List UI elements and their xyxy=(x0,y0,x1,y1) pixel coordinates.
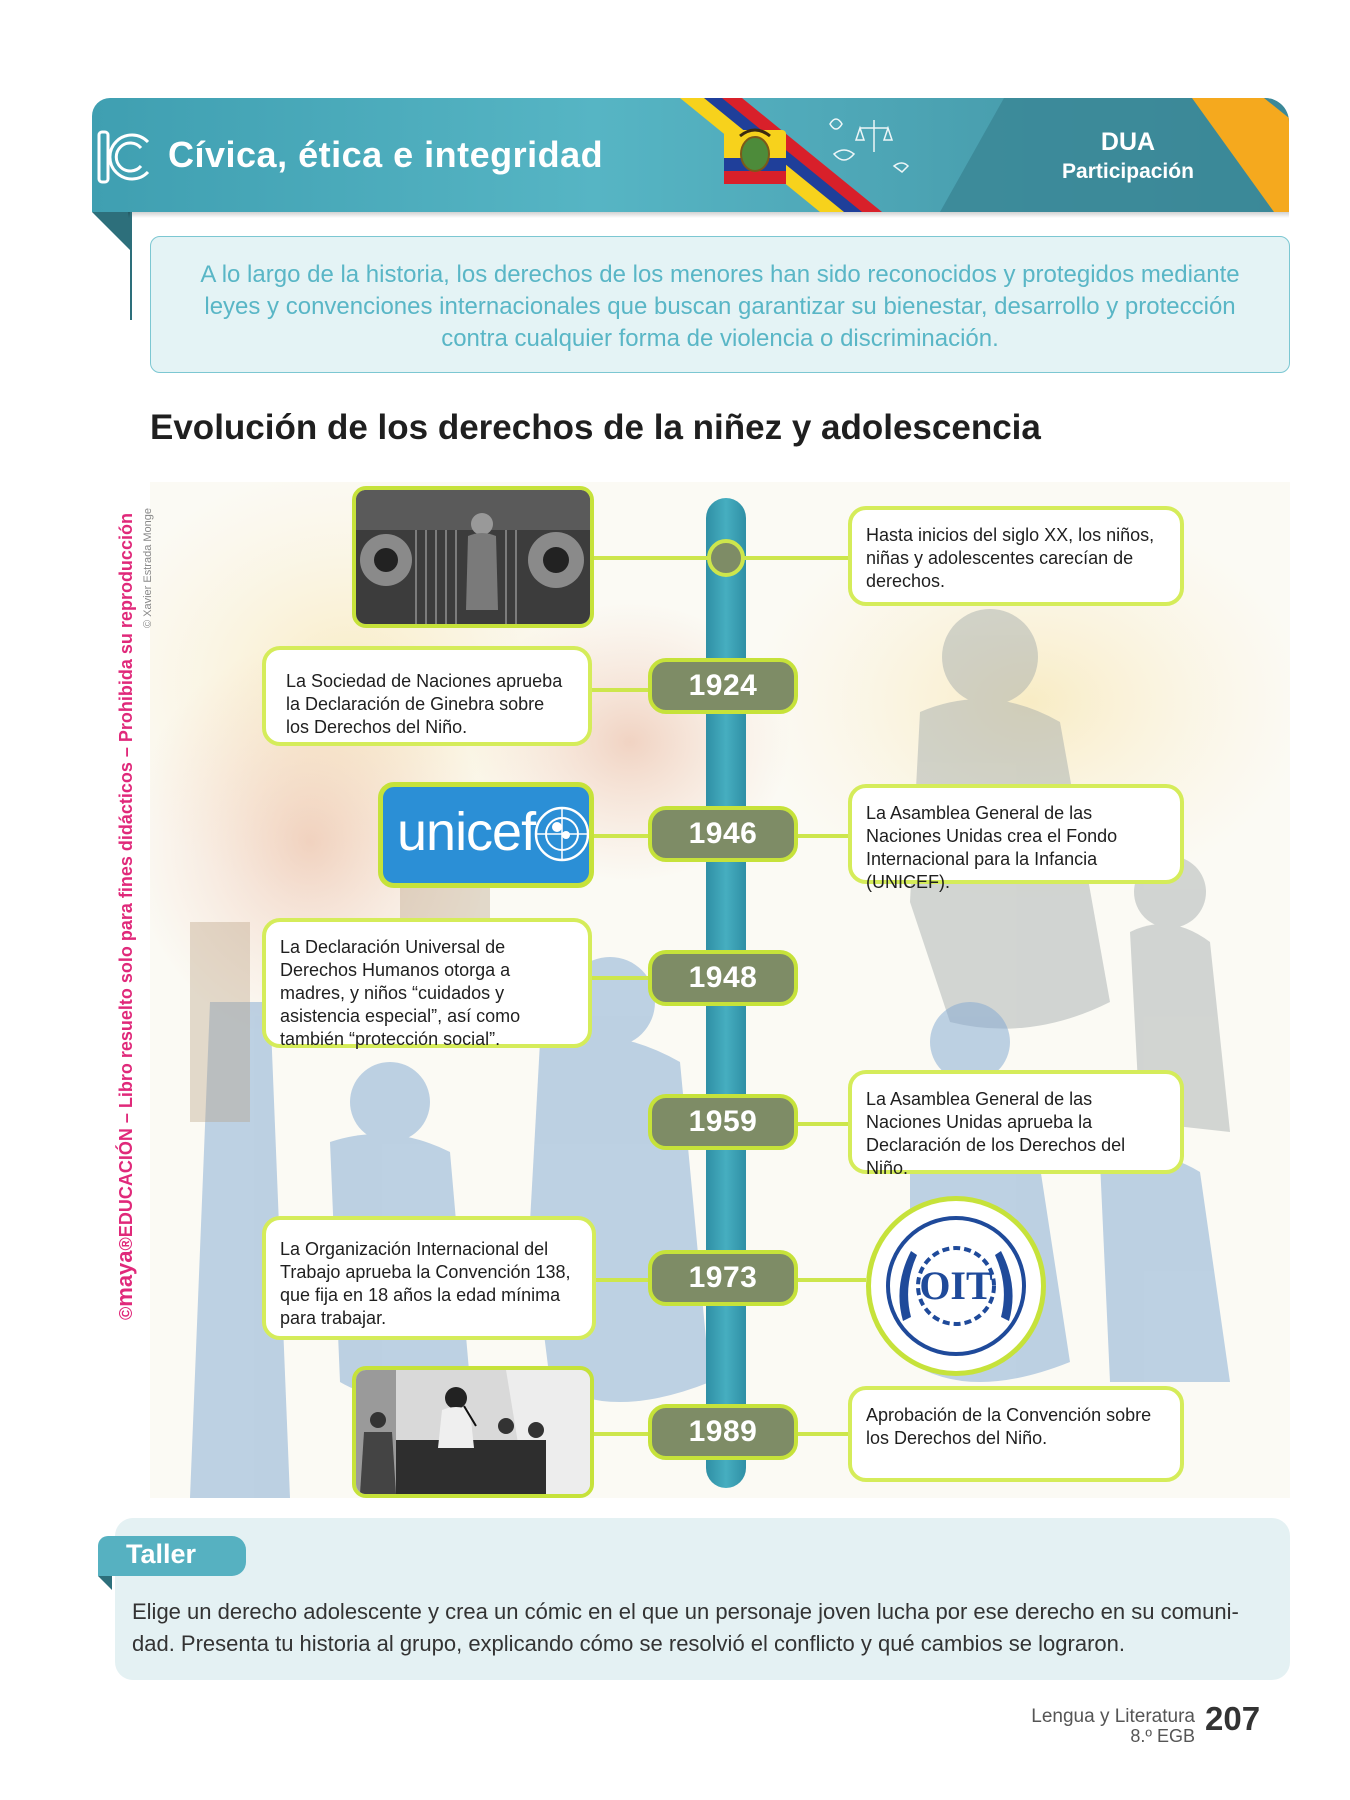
footer-subject: Lengua y Literatura xyxy=(1031,1706,1195,1727)
connector-line xyxy=(798,1432,848,1436)
convention-assembly-photo xyxy=(352,1366,594,1498)
connector-line xyxy=(588,688,648,692)
intro-paragraph: A lo largo de la historia, los derechos … xyxy=(150,236,1290,373)
taller-label-fold xyxy=(98,1576,112,1590)
taller-instructions: Elige un derecho adolescente y crea un c… xyxy=(132,1599,1239,1656)
copyright-icon: © xyxy=(116,1306,136,1320)
year-badge-1924: 1924 xyxy=(648,658,798,714)
section-title: Cívica, ética e integridad xyxy=(168,134,604,175)
taller-box xyxy=(115,1518,1290,1680)
photo-credit: © Xavier Estrada Monge xyxy=(142,508,154,628)
dua-subtitle: Participación xyxy=(1062,160,1194,183)
event-1948-text: La Declaración Universal de Derechos Hum… xyxy=(262,918,592,1049)
banner-fold xyxy=(92,212,130,250)
event-1989-text: Aprobación de la Convención sobre los De… xyxy=(848,1386,1184,1482)
event-1973-text: La Organización Internacional del Trabaj… xyxy=(262,1216,596,1340)
timeline-start-text: Hasta inicios del siglo XX, los niños, n… xyxy=(848,506,1184,606)
connector-line xyxy=(742,556,848,560)
justice-symbols-icon xyxy=(829,118,910,173)
timeline-heading: Evolución de los derechos de la niñez y … xyxy=(150,408,1041,447)
oit-logo-text: OIT xyxy=(919,1263,993,1308)
section-banner xyxy=(92,98,1289,212)
year-badge-1946: 1946 xyxy=(648,806,798,862)
year-badge-1989: 1989 xyxy=(648,1404,798,1460)
year-badge-1959: 1959 xyxy=(648,1094,798,1150)
unicef-logo-text: unicef xyxy=(397,802,536,862)
timeline-start-marker xyxy=(707,539,745,577)
connector-line xyxy=(590,834,648,838)
year-badge-1948: 1948 xyxy=(648,950,798,1006)
publisher-brand: maya xyxy=(112,1250,137,1307)
unicef-logo: unicef xyxy=(378,782,594,888)
footer-grade: 8.º EGB xyxy=(1130,1726,1195,1746)
connector-line xyxy=(798,1278,866,1282)
year-badge-1973: 1973 xyxy=(648,1250,798,1306)
registered-icon: ® xyxy=(116,1237,136,1251)
event-1924-text: La Sociedad de Naciones aprueba la Decla… xyxy=(262,646,592,746)
taller-label: Taller xyxy=(98,1536,246,1576)
connector-line xyxy=(798,1122,848,1126)
event-1946-text: La Asamblea General de las Naciones Unid… xyxy=(848,784,1184,892)
page-number: 207 xyxy=(1205,1700,1261,1737)
publisher-credit-text: EDUCACIÓN – Libro resuelto solo para fin… xyxy=(116,513,136,1238)
connector-line xyxy=(798,834,848,838)
event-1959-text: La Asamblea General de las Naciones Unid… xyxy=(848,1070,1184,1178)
banner-shadow xyxy=(128,212,1289,218)
ecuador-coat-of-arms-icon xyxy=(724,128,786,184)
publisher-side-credit: ©maya®EDUCACIÓN – Libro resuelto solo pa… xyxy=(112,513,138,1320)
margin-rule xyxy=(130,212,132,320)
ic-section-icon xyxy=(97,130,150,184)
connector-line xyxy=(592,556,710,560)
oit-logo: OIT xyxy=(866,1196,1046,1376)
connector-line xyxy=(590,1278,648,1282)
connector-line xyxy=(592,1432,648,1436)
unicef-emblem-icon xyxy=(534,806,589,862)
connector-line xyxy=(588,976,648,980)
child-labor-factory-photo xyxy=(352,486,594,628)
dua-title: DUA xyxy=(1100,128,1156,156)
